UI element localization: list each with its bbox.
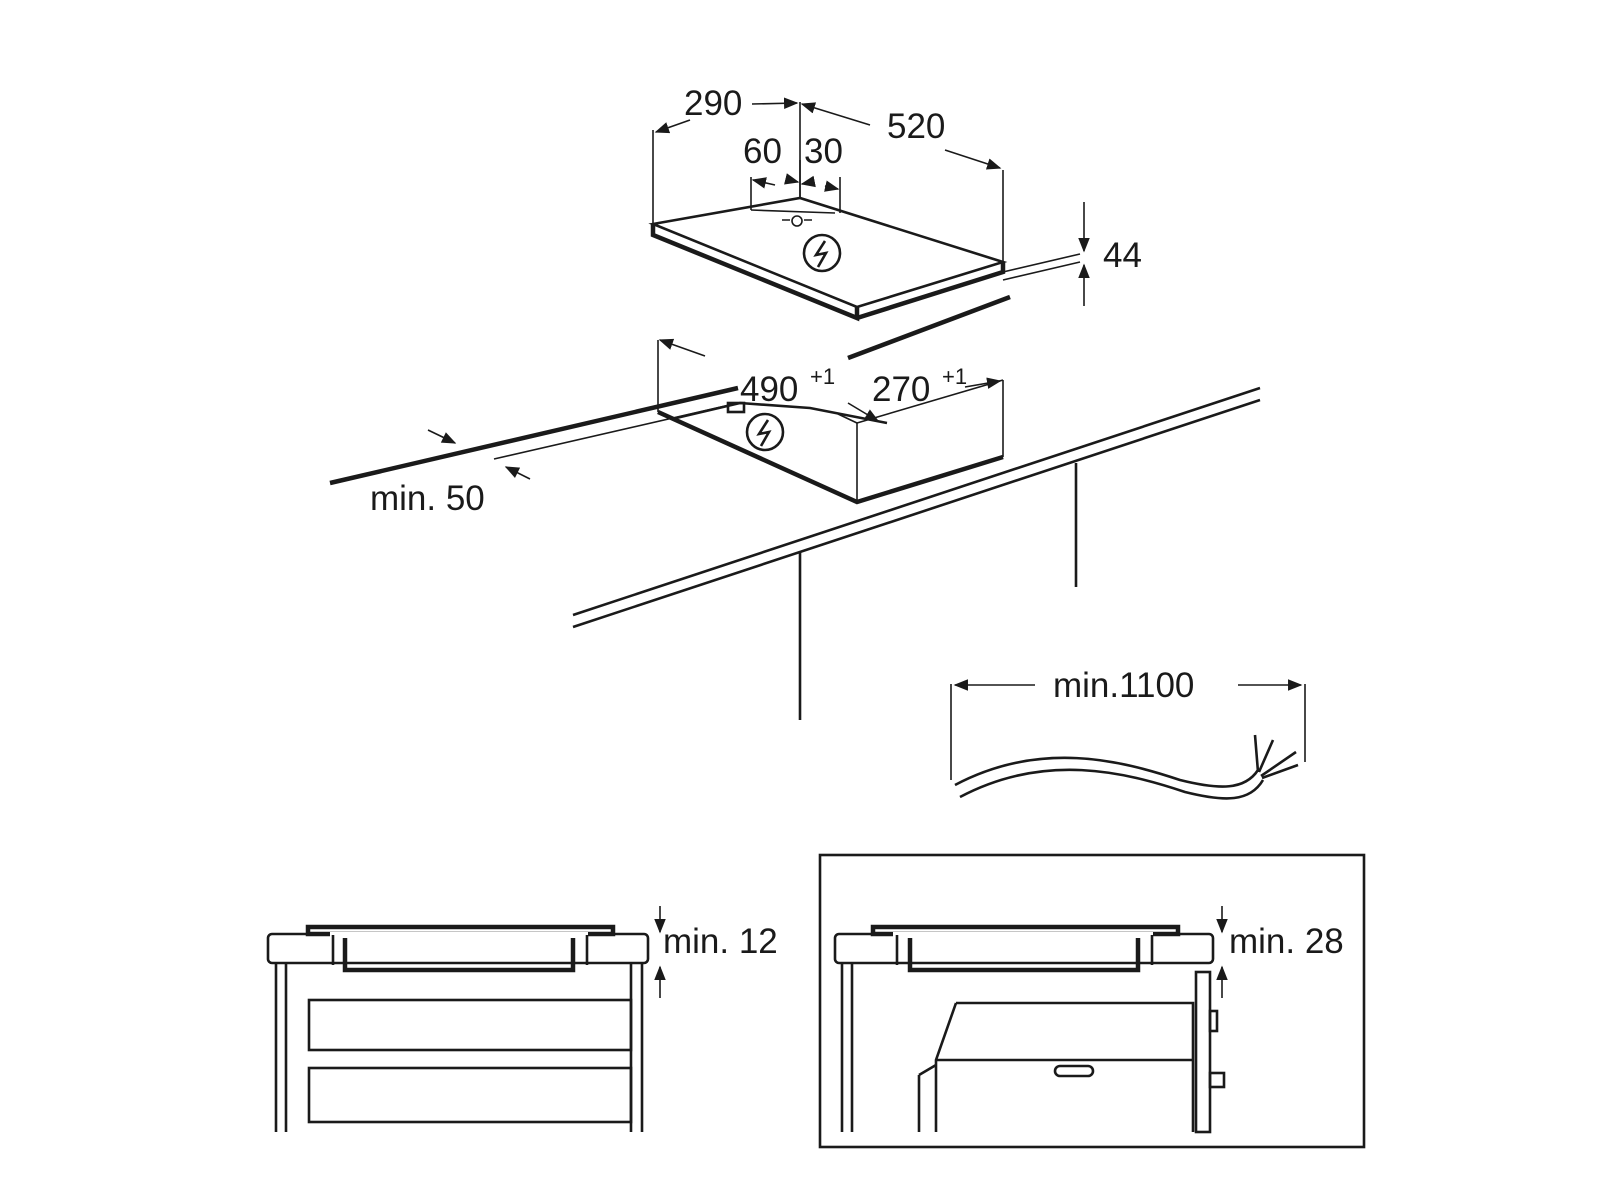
dimension-label-44: 44 — [1103, 236, 1142, 275]
dimension-label-30: 30 — [804, 132, 843, 171]
cable-drawing: min.1100 — [950, 666, 1306, 800]
hob-width-dimension: 290 520 — [652, 84, 1004, 262]
dimension-label-270: 270 — [872, 370, 930, 409]
dimension-label-min50: min. 50 — [370, 479, 485, 518]
dimension-label-min12: min. 12 — [663, 922, 778, 961]
section-drawer-cabinet: min. 12 — [266, 906, 778, 1132]
hob-thickness-dimension: 44 — [1002, 202, 1142, 306]
dimension-label-min1100: min.1100 — [1053, 666, 1194, 705]
connection-position-dimension: 60 30 — [743, 132, 843, 213]
dimension-label-60: 60 — [743, 132, 782, 171]
tolerance-label-490: +1 — [810, 364, 835, 389]
worktop-drawing — [329, 294, 1261, 720]
edge-distance-dimension: min. 50 — [370, 402, 739, 518]
dimension-label-290: 290 — [684, 84, 742, 123]
electric-hazard-icon — [802, 233, 842, 273]
tolerance-label-270: +1 — [942, 364, 967, 389]
cutout-dimensions: 490 +1 270 +1 — [658, 338, 1002, 422]
dimension-label-min28: min. 28 — [1229, 922, 1344, 961]
hob-drawing — [648, 196, 1008, 322]
electric-hazard-icon — [745, 412, 785, 452]
section-oven-cabinet: min. 28 — [818, 853, 1366, 1149]
dimension-label-520: 520 — [887, 107, 945, 146]
dimension-label-490: 490 — [740, 370, 798, 409]
